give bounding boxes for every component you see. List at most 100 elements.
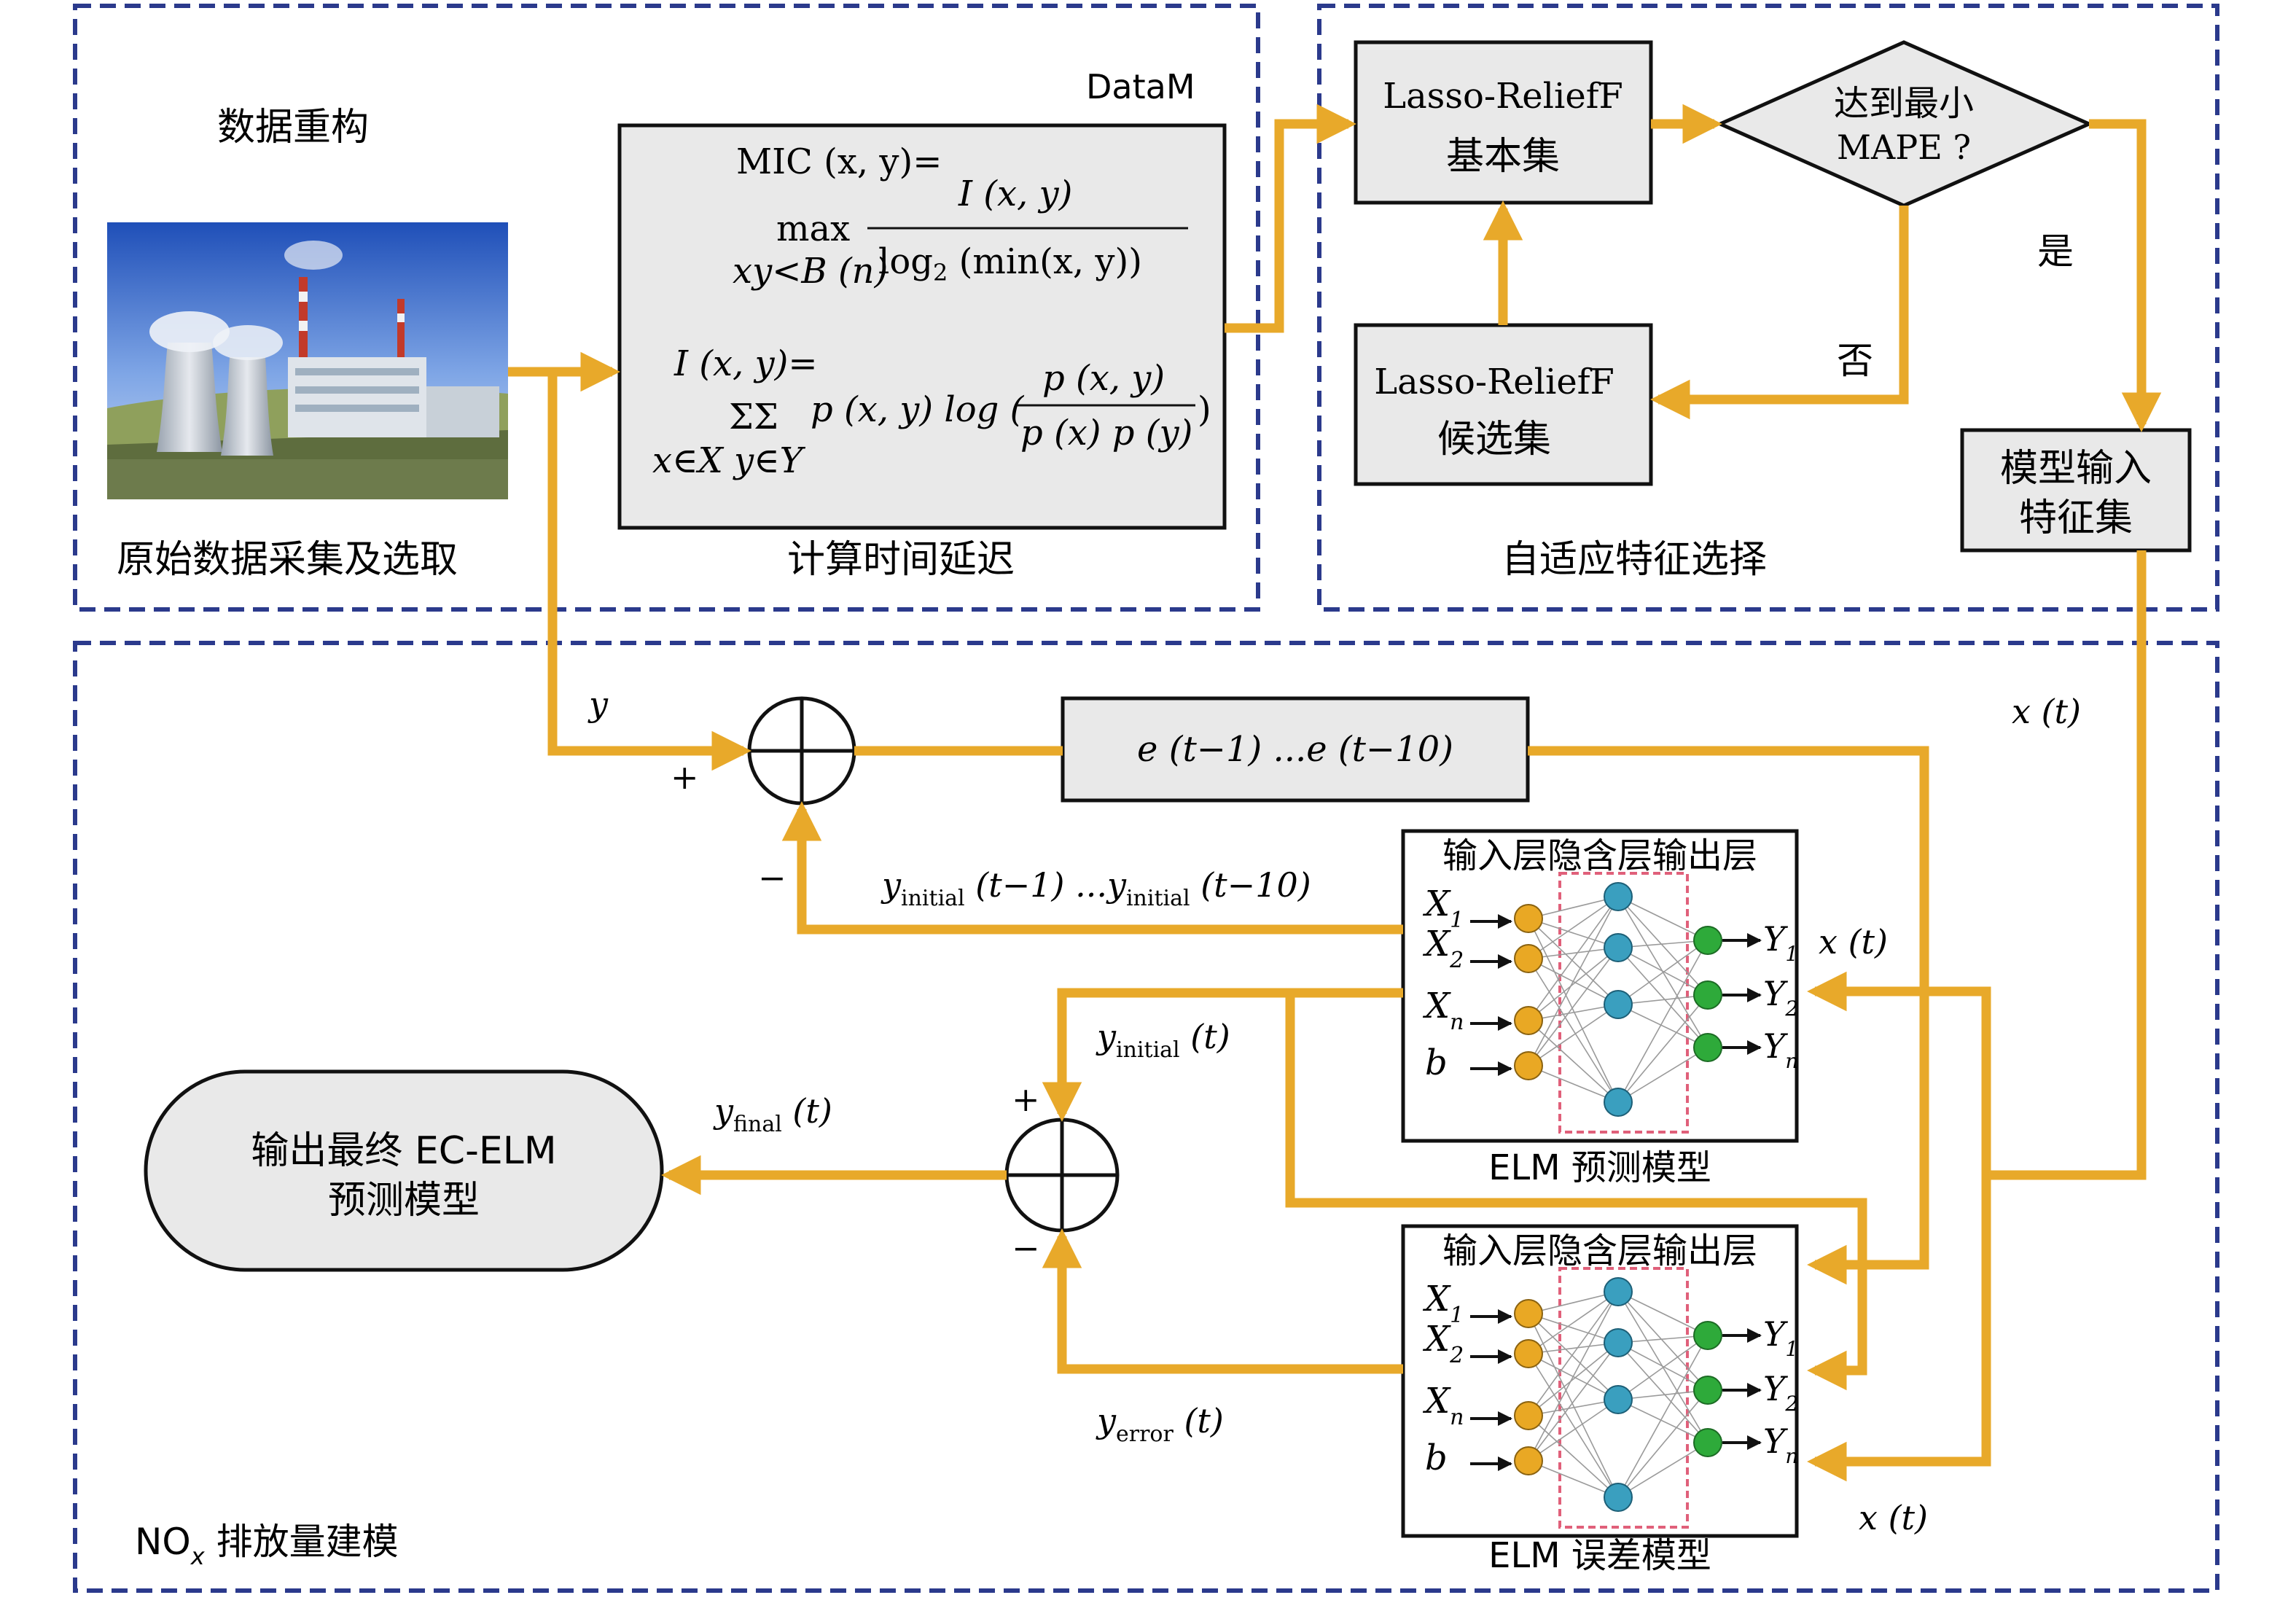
elm-err-output-label: Y2 xyxy=(1763,1369,1798,1416)
data-reconstruct-region xyxy=(73,4,1260,612)
elm-err-output-node xyxy=(1693,1428,1722,1457)
elm-err-input-node xyxy=(1514,1446,1543,1475)
input-line1: 模型输入 xyxy=(2000,447,2152,491)
mic-denominator: log2 (min(x, y)) xyxy=(878,241,1142,286)
elm-err-input-node xyxy=(1514,1339,1543,1368)
label-xt-err: x (t) xyxy=(1859,1498,1928,1537)
elm-pred-output-label: Yn xyxy=(1763,1026,1798,1073)
elm-pred-connection xyxy=(1617,994,1709,1103)
elm-pred-connection xyxy=(1528,896,1619,1021)
elm-pred-connection xyxy=(1528,958,1619,1103)
elm-err-connection xyxy=(1528,1291,1619,1354)
compute-delay-label: 计算时间延迟 xyxy=(787,538,1015,582)
elm-pred-input-label: X2 xyxy=(1422,924,1464,973)
elm-err-hidden-node xyxy=(1604,1385,1633,1414)
elm-err-connection xyxy=(1528,1313,1619,1343)
candidate-line1: Lasso-ReliefF xyxy=(1374,362,1614,402)
yes-label: 是 xyxy=(2037,230,2074,273)
elm-pred-connection xyxy=(1528,896,1619,919)
nox-label: NOx 排放量建模 xyxy=(135,1521,399,1570)
elm-pred-hidden-node xyxy=(1604,882,1633,911)
basic-line1: Lasso-ReliefF xyxy=(1383,76,1623,117)
elm-err-output-node xyxy=(1693,1321,1722,1350)
mi-range: x∈X y∈Y xyxy=(652,440,806,481)
input-line2: 特征集 xyxy=(2019,496,2133,540)
elm-pred-hidden-node xyxy=(1604,1088,1633,1117)
datam-formula-box xyxy=(617,123,1227,530)
flow-decision-no xyxy=(1650,206,1909,420)
elm-pred-output-label: Y2 xyxy=(1763,974,1798,1021)
flow-yinitial-to-errmodel xyxy=(1285,993,1867,1391)
mic-numerator: I (x, y) xyxy=(958,173,1072,214)
mape-decision-diamond xyxy=(1715,40,2094,208)
elm-err-connection xyxy=(1617,1335,1709,1498)
elm-err-connection xyxy=(1617,1389,1709,1400)
elm-pred-connection xyxy=(1617,940,1709,1005)
label-y: y xyxy=(587,685,609,724)
elm-err-output-label: Y1 xyxy=(1763,1314,1798,1361)
label-yfinal: yfinal (t) xyxy=(713,1091,832,1137)
adaptive-feature-region xyxy=(1317,4,2219,612)
elm-pred-connection xyxy=(1617,947,1709,1048)
flow-xt-to-err xyxy=(1807,1175,1991,1482)
elm-err-output-label: Yn xyxy=(1763,1421,1798,1468)
model-input-feature-box xyxy=(1960,428,2192,553)
power-plant-photo xyxy=(107,222,508,499)
label-yerror: yerror (t) xyxy=(1096,1401,1224,1447)
elm-err-input-label: Xn xyxy=(1422,1381,1464,1430)
section-title-data-reconstruct: 数据重构 xyxy=(217,106,369,149)
nox-modeling-region xyxy=(73,641,2219,1593)
elm-err-connection xyxy=(1528,1291,1619,1314)
elm-err-hidden-frame xyxy=(1558,1267,1689,1529)
elm-err-connection xyxy=(1617,1291,1709,1336)
elm-pred-connection xyxy=(1528,896,1619,1066)
candidate-line2: 候选集 xyxy=(1437,418,1551,461)
elm-pred-connection xyxy=(1528,947,1619,1021)
label-minus-top: − xyxy=(758,858,786,897)
elm-err-connection xyxy=(1617,1399,1709,1443)
summing-junction-bottom xyxy=(1004,1118,1120,1233)
final-line1: 输出最终 EC-ELM xyxy=(251,1129,556,1173)
summing-junction-top xyxy=(747,696,856,806)
elm-err-connection xyxy=(1617,1335,1709,1400)
elm-pred-connection xyxy=(1528,918,1619,948)
elm-pred-input-node xyxy=(1514,904,1543,933)
mi-frac-den: p (x) p (y) xyxy=(1020,413,1192,453)
elm-err-connection xyxy=(1528,1415,1619,1498)
elm-err-hidden-node xyxy=(1604,1483,1633,1512)
flow-xt-to-pred xyxy=(1807,971,1991,1175)
mi-sum: ΣΣ xyxy=(729,397,778,437)
flow-yinitial-seq xyxy=(781,801,1403,935)
elm-err-connection xyxy=(1617,1335,1709,1343)
mi-head: I (x, y)= xyxy=(673,343,818,384)
elm-err-connection xyxy=(1617,1291,1709,1391)
error-sequence-text: e (t−1) ...e (t−10) xyxy=(1137,729,1453,770)
elm-pred-input-node xyxy=(1514,1006,1543,1035)
elm-pred-connection xyxy=(1528,896,1619,959)
elm-err-connection xyxy=(1528,1342,1619,1416)
elm-err-input-label: X2 xyxy=(1422,1319,1464,1368)
elm-err-connection xyxy=(1528,1313,1619,1400)
elm-pred-layer-header: 输入层隐含层输出层 xyxy=(1442,835,1757,876)
mi-close: ) xyxy=(1198,389,1211,430)
elm-pred-connection xyxy=(1617,1004,1709,1048)
elm-pred-connection xyxy=(1528,947,1619,959)
elm-pred-connection xyxy=(1528,918,1619,1005)
mi-body: p (x, y) log ( xyxy=(811,389,1025,430)
elm-err-hidden-node xyxy=(1604,1277,1633,1306)
elm-pred-connection xyxy=(1617,994,1709,1005)
decision-line2: MAPE ? xyxy=(1837,128,1971,167)
flow-y-to-junction xyxy=(547,372,751,771)
elm-pred-output-label: Y1 xyxy=(1763,919,1798,966)
elm-err-frame xyxy=(1401,1224,1799,1538)
label-plus-top: + xyxy=(671,757,699,797)
mic-max: max xyxy=(776,208,850,249)
elm-err-connection xyxy=(1528,1291,1619,1462)
elm-pred-connection xyxy=(1617,947,1709,996)
elm-err-connection xyxy=(1528,1399,1619,1462)
adaptive-fs-label: 自适应特征选择 xyxy=(1502,538,1767,582)
elm-pred-connection xyxy=(1528,1020,1619,1103)
elm-pred-input-label: Xn xyxy=(1422,986,1464,1035)
